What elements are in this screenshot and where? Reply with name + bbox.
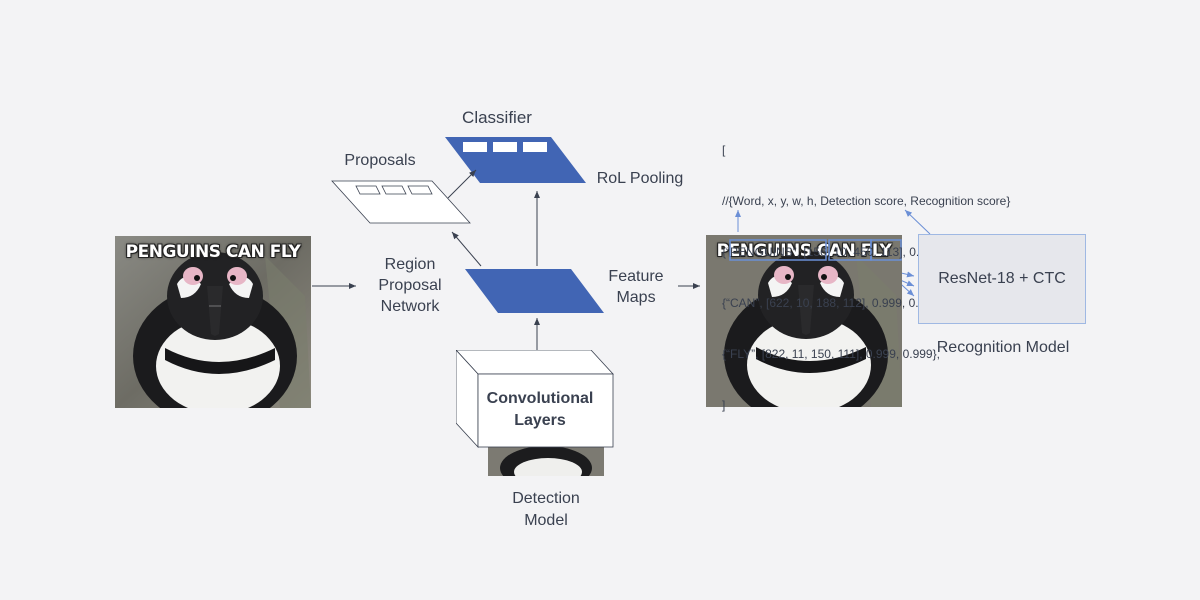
proposals-plane: [331, 180, 471, 224]
convolutional-layers-cube: [456, 350, 616, 480]
feature-maps-label: Feature Maps: [598, 266, 674, 308]
resnet-ctc-box: ResNet-18 + CTC: [918, 234, 1086, 324]
json-line-2: //{Word, x, y, w, h, Detection score, Re…: [722, 194, 1011, 208]
arrow-features-to-proposals: [451, 231, 482, 267]
roi-pooling-label: RoL Pooling: [596, 170, 684, 187]
arrow-resnet-to-json: [904, 209, 931, 235]
penguin-picture-output: [706, 235, 902, 407]
json-line-1: [: [722, 143, 726, 157]
json-line-5: {“FLY”, [822, 11, 150, 111], 0.999, 0.99…: [722, 347, 940, 361]
conv-input-thumbnail: [488, 446, 604, 476]
feature-maps-plane: [465, 269, 604, 313]
feature-maps-line-1: Feature: [608, 268, 664, 285]
output-penguin-image: PENGUINS CAN FLY: [706, 235, 902, 407]
proposals-label: Proposals: [344, 152, 416, 169]
rpn-label: Region Proposal Network: [360, 254, 460, 317]
convolutional-layers-label: Convolutional Layers: [478, 388, 602, 432]
detection-box-penguins: [729, 239, 827, 261]
detection-box-fly: [870, 239, 902, 261]
detection-model-line-2: Model: [524, 512, 568, 529]
meme-caption: PENGUINS CAN FLY: [125, 242, 301, 262]
classifier-plane: [445, 137, 586, 183]
detection-model-label: Detection Model: [486, 488, 606, 532]
classifier-label: Classifier: [462, 108, 532, 127]
conv-label-line-2: Layers: [514, 412, 566, 429]
rpn-label-line-1: Region: [384, 256, 436, 273]
detection-model-line-1: Detection: [512, 490, 580, 507]
rpn-label-line-2: Proposal: [378, 277, 442, 294]
cube-shape: [456, 350, 614, 449]
recognition-model-label: Recognition Model: [936, 339, 1070, 356]
arrow-proposals-to-classifier: [447, 169, 477, 199]
feature-maps-line-2: Maps: [616, 289, 656, 306]
resnet-ctc-label: ResNet-18 + CTC: [938, 270, 1066, 287]
word-detection-boxes: [729, 239, 902, 261]
penguin-picture: [115, 236, 311, 408]
meme-caption-output: PENGUINS CAN FLY: [716, 241, 892, 261]
input-penguin-image: PENGUINS CAN FLY: [115, 236, 311, 408]
rpn-label-line-3: Network: [380, 298, 440, 315]
json-line-6: ]: [722, 398, 726, 412]
conv-label-line-1: Convolutional: [486, 390, 594, 407]
penguin-thumbnail: [488, 446, 604, 476]
